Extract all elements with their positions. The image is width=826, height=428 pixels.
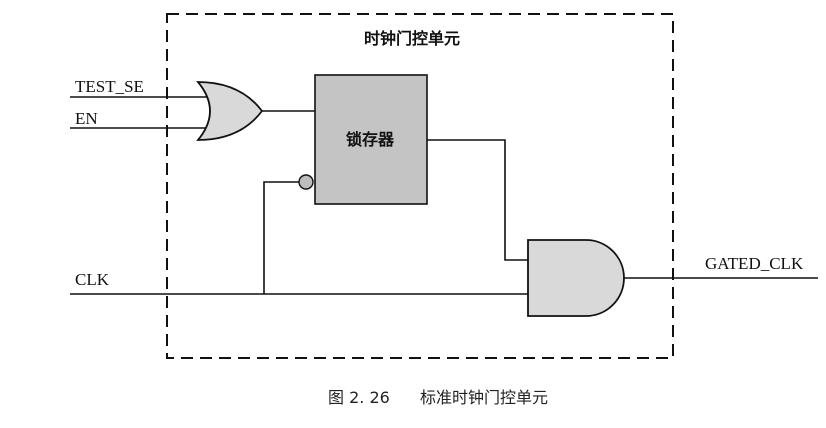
latch-label: 锁存器 bbox=[346, 130, 395, 149]
wire-latch-to-and bbox=[427, 139, 530, 261]
or-gate bbox=[196, 81, 264, 141]
clock-gating-boundary bbox=[166, 13, 674, 359]
input-label-clk: CLK bbox=[75, 270, 110, 289]
input-label-en: EN bbox=[75, 109, 98, 128]
figure-number: 图 2. 26 bbox=[328, 388, 390, 407]
output-label-gated-clk: GATED_CLK bbox=[705, 254, 804, 273]
figure-caption: 标准时钟门控单元 bbox=[420, 388, 548, 407]
latch-block bbox=[314, 74, 428, 205]
unit-title: 时钟门控单元 bbox=[364, 29, 460, 48]
input-label-test-se: TEST_SE bbox=[75, 77, 144, 96]
wire-clk-to-latch bbox=[263, 181, 299, 294]
clock-inversion-bubble bbox=[298, 174, 314, 190]
and-gate bbox=[527, 239, 625, 317]
